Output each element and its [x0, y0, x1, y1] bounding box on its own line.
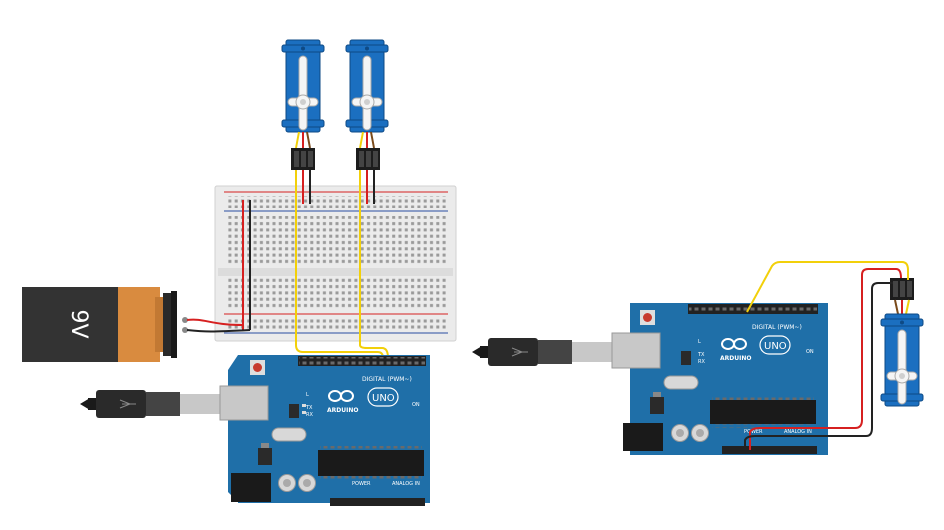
arduino-infinity-icon [328, 390, 354, 402]
servo-motor-2[interactable] [345, 39, 389, 133]
battery-label: 9V [66, 309, 91, 338]
servo-motor-3[interactable] [880, 313, 924, 407]
servo-motor-icon [281, 39, 325, 133]
arduino-right-rx: RX [698, 359, 705, 365]
arduino-left-power: POWER [352, 481, 371, 487]
servo-motor-1[interactable] [281, 39, 325, 133]
arduino-infinity-icon [721, 338, 747, 350]
arduino-right-brand: ARDUINO [720, 355, 751, 362]
arduino-left-l: L [306, 392, 309, 398]
servo-3-leads [890, 278, 914, 315]
signal-wires-right [744, 261, 909, 450]
arduino-left-tx: TX [305, 405, 313, 411]
usb-cable-icon [80, 390, 220, 418]
arduino-uno-left[interactable]: DIGITAL (PWM~) TX RX L ON ARDUINO UNO [219, 355, 430, 506]
arduino-right-on: ON [806, 349, 814, 355]
arduino-left-rx: RX [306, 412, 313, 418]
breadboard[interactable] [214, 185, 457, 342]
arduino-left-on: ON [412, 402, 420, 408]
arduino-right-tx: TX [697, 352, 705, 358]
arduino-left-analog: ANALOG IN [392, 481, 420, 487]
battery-wires [186, 318, 251, 333]
signal-wires-left [295, 170, 389, 359]
arduino-left-brand: ARDUINO [327, 407, 358, 414]
servo-2-leads [356, 131, 380, 170]
arduino-right-l: L [698, 339, 701, 345]
servo-motor-icon [345, 39, 389, 133]
arduino-uno-right[interactable]: DIGITAL (PWM~) TX RX L ON ARDUINO UNO PO… [611, 303, 828, 455]
usb-cable-left [80, 390, 220, 418]
arduino-right-power: POWER [744, 429, 763, 435]
arduino-left-model: UNO [372, 393, 395, 404]
arduino-right-model: UNO [764, 341, 787, 352]
battery-9v[interactable]: 9V [22, 287, 188, 362]
usb-cable-icon [472, 338, 612, 366]
arduino-left-digital-label: DIGITAL (PWM~) [362, 376, 412, 383]
servo-motor-icon [880, 313, 924, 407]
usb-cable-right [472, 338, 612, 366]
servo-1-leads [291, 131, 315, 170]
arduino-right-digital-label: DIGITAL (PWM~) [752, 324, 802, 331]
arduino-right-analog: ANALOG IN [784, 429, 812, 435]
breadboard-jumpers [242, 170, 375, 330]
